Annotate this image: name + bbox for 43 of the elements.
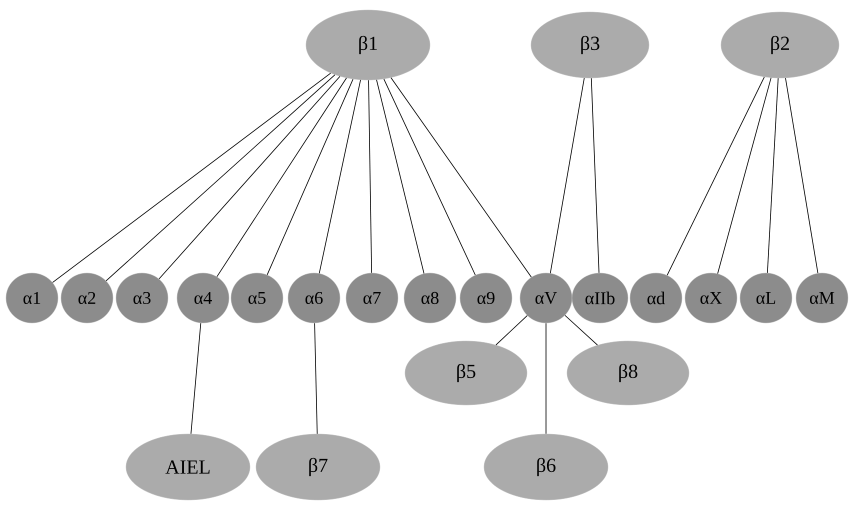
circle-node: α8 [404, 272, 456, 324]
connector-line [158, 76, 340, 280]
ellipse-node: β5 [404, 340, 528, 406]
connector-line [314, 322, 318, 434]
circle-node: αd [630, 272, 682, 324]
connector-line [190, 322, 202, 434]
connector-line [590, 78, 600, 274]
connector-line [318, 80, 361, 274]
connector-line [383, 78, 476, 276]
ellipse-node: β2 [720, 12, 840, 78]
connector-line [717, 77, 772, 274]
ellipse-node: β8 [566, 340, 690, 406]
circle-node: α2 [60, 272, 114, 324]
ellipse-node: β6 [484, 434, 608, 500]
connector-line [106, 74, 336, 282]
connector-line [564, 314, 598, 346]
ellipse-node: β7 [256, 434, 380, 500]
circle-node: αM [796, 272, 848, 324]
ellipse-node: β3 [530, 12, 650, 78]
circle-node: αX [684, 272, 738, 324]
connector-line [666, 76, 765, 276]
circle-node: α6 [288, 272, 340, 324]
circle-node: α3 [116, 272, 168, 324]
circle-node: α4 [176, 272, 230, 324]
circle-node: αV [520, 272, 572, 324]
connector-line [266, 78, 354, 276]
connector-line [390, 77, 532, 278]
circle-node: αL [740, 272, 792, 324]
circle-node: α7 [346, 272, 398, 324]
connector-line [216, 78, 347, 278]
ellipse-node: AIEL [126, 434, 250, 500]
connector-line [368, 80, 372, 274]
connector-line [785, 78, 818, 274]
circle-node: αIIb [572, 272, 628, 324]
circle-node: α5 [230, 272, 284, 324]
circle-node: α9 [460, 272, 512, 324]
connector-line [376, 79, 424, 274]
connector-line [550, 78, 585, 274]
connector-line [767, 78, 779, 274]
circle-node: α1 [6, 272, 58, 324]
connector-line [496, 315, 528, 346]
ellipse-node: β1 [306, 10, 430, 80]
connector-line [52, 72, 332, 283]
